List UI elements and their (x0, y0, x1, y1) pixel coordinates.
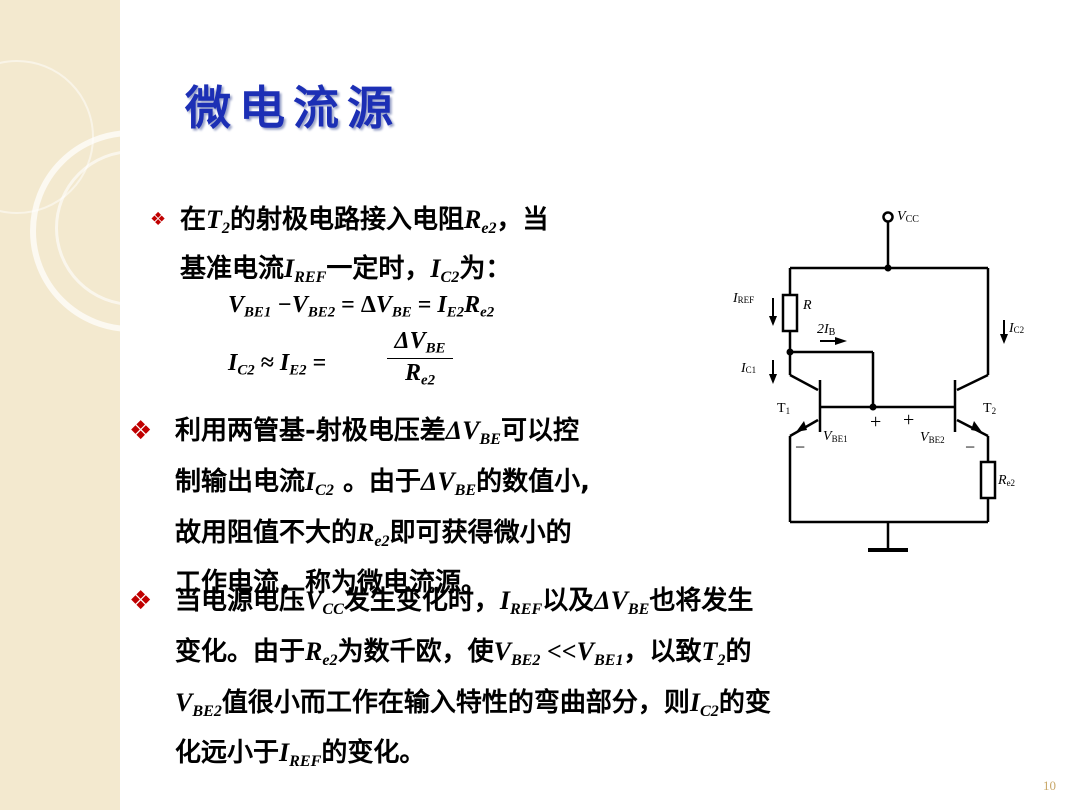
label-re2: Re2 (997, 473, 1015, 488)
minus-sign-1: − (795, 437, 805, 457)
bullet-2: ❖ 利用两管基-射极电压差ΔVBE可以控 制输出电流IC2 。由于ΔVBE的数值… (129, 410, 590, 604)
resistor-r (781, 293, 799, 333)
equation-fraction: ΔVBE Re2 (385, 328, 455, 390)
fraction-bar (387, 358, 453, 360)
emitter-arrow-t1 (796, 421, 807, 432)
equation-ic2: IC2 ≈ IE2 = (228, 350, 327, 379)
label-vcc: VCC (897, 209, 919, 225)
label-t1: T1 (777, 401, 790, 416)
bullet-3: ❖ 当电源电压VCC发生变化时，IREF以及ΔVBE也将发生 变化。由于Re2为… (129, 580, 771, 783)
label-r: R (802, 298, 812, 313)
micro-current-source-circuit: VCC IREF R 2IB IC1 IC2 T1 T2 VBE1 VBE2 +… (732, 209, 1024, 552)
minus-sign-2: − (965, 437, 975, 457)
diamond-bullet-icon: ❖ (129, 416, 153, 446)
bullet-1: ❖ 在T2的射极电路接入电阻Re2，当 基准电流IREF一定时，IC2为： (150, 200, 549, 298)
label-2ib: 2IB (817, 322, 836, 338)
arrow-2ib (835, 337, 847, 345)
page-title: 微电流源 (185, 81, 401, 135)
label-ic1: IC1 (740, 361, 756, 376)
fraction-numerator: ΔVBE (394, 328, 446, 357)
decorative-sidebar (0, 0, 120, 810)
plus-sign-2: + (903, 409, 914, 431)
fraction-denominator: Re2 (404, 360, 436, 389)
label-ic2: IC2 (1008, 321, 1024, 336)
diamond-bullet-icon: ❖ (150, 209, 167, 230)
label-iref: IREF (732, 291, 754, 306)
arrow-ic2 (1000, 334, 1008, 344)
arrow-iref (769, 316, 777, 326)
equation-vbe-difference: VBE1 −VBE2 = ΔVBE = IE2Re2 (228, 292, 495, 321)
diamond-bullet-icon: ❖ (129, 586, 153, 616)
arrow-ic1 (769, 374, 777, 384)
emitter-arrow-t2 (971, 421, 982, 432)
label-t2: T2 (983, 401, 996, 416)
resistor-re2 (979, 460, 997, 500)
label-vbe2: VBE2 (920, 430, 945, 445)
label-vbe1: VBE1 (823, 429, 848, 444)
plus-sign-1: + (870, 411, 881, 433)
vcc-terminal (882, 211, 894, 223)
page-number: 10 (1043, 778, 1056, 793)
